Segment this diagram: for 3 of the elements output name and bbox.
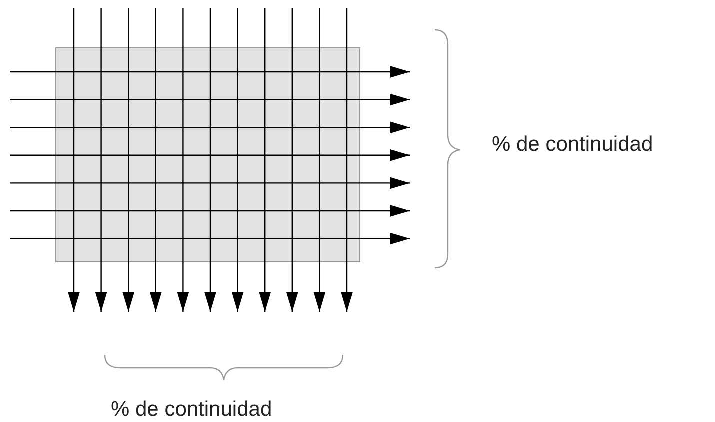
shaded-area: [56, 48, 360, 262]
continuity-label: % de continuidad: [492, 133, 654, 157]
continuity-label: % de continuidad: [111, 398, 272, 422]
